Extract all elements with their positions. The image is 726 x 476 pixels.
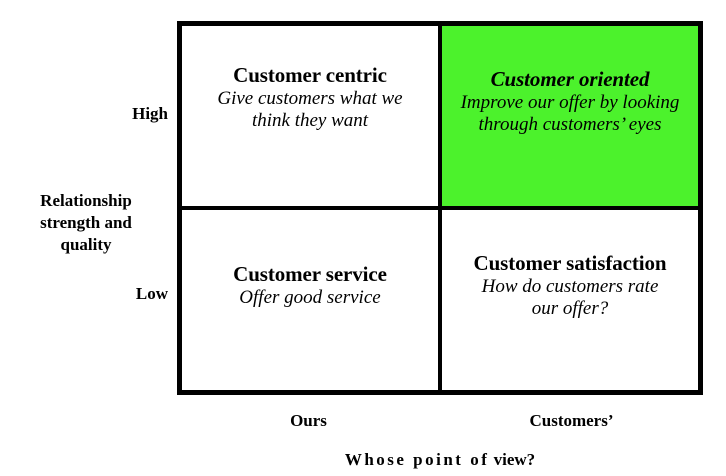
y-axis-label-low: Low [135,284,168,303]
quadrant-title: Customer centric [233,62,387,87]
quadrant-content: Customer centric Give customers what we … [192,62,428,133]
quadrant-description: Improve our offer by looking through cus… [460,92,680,136]
quadrant-customer-satisfaction[interactable]: Customer satisfaction How do customers r… [440,208,698,390]
quadrant-description: How do customers rate our offer? [481,276,659,320]
x-axis-title-part-2: view? [493,450,536,469]
y-axis-label-high: High [132,104,168,123]
y-axis-title-line-2: strength and [40,212,132,232]
x-axis-title-part-1: Whose point of [344,450,490,469]
x-axis-title: Whose point of view? [177,451,703,468]
x-axis-label-customers: Customers’ [529,411,614,430]
quadrant-title: Customer service [233,261,387,286]
quadrant-title: Customer satisfaction [473,250,667,275]
x-axis-label-ours: Ours [290,411,327,430]
quadrant-content: Customer oriented Improve our offer by l… [452,66,688,137]
y-axis-title: Relationship strength and quality [6,190,166,255]
quadrant-matrix: Customer centric Give customers what we … [177,21,703,395]
quadrant-customer-service[interactable]: Customer service Offer good service [182,208,440,390]
quadrant-description: Give customers what we think they want [217,88,403,132]
quadrant-content: Customer service Offer good service [192,261,428,310]
quadrant-content: Customer satisfaction How do customers r… [452,250,688,321]
y-axis-title-line-1: Relationship [40,191,132,210]
quadrant-title: Customer oriented [490,66,650,91]
y-axis-title-line-3: quality [60,234,112,254]
quadrant-description: Offer good service [239,287,381,309]
quadrant-customer-oriented[interactable]: Customer oriented Improve our offer by l… [440,26,698,208]
quadrant-customer-centric[interactable]: Customer centric Give customers what we … [182,26,440,208]
